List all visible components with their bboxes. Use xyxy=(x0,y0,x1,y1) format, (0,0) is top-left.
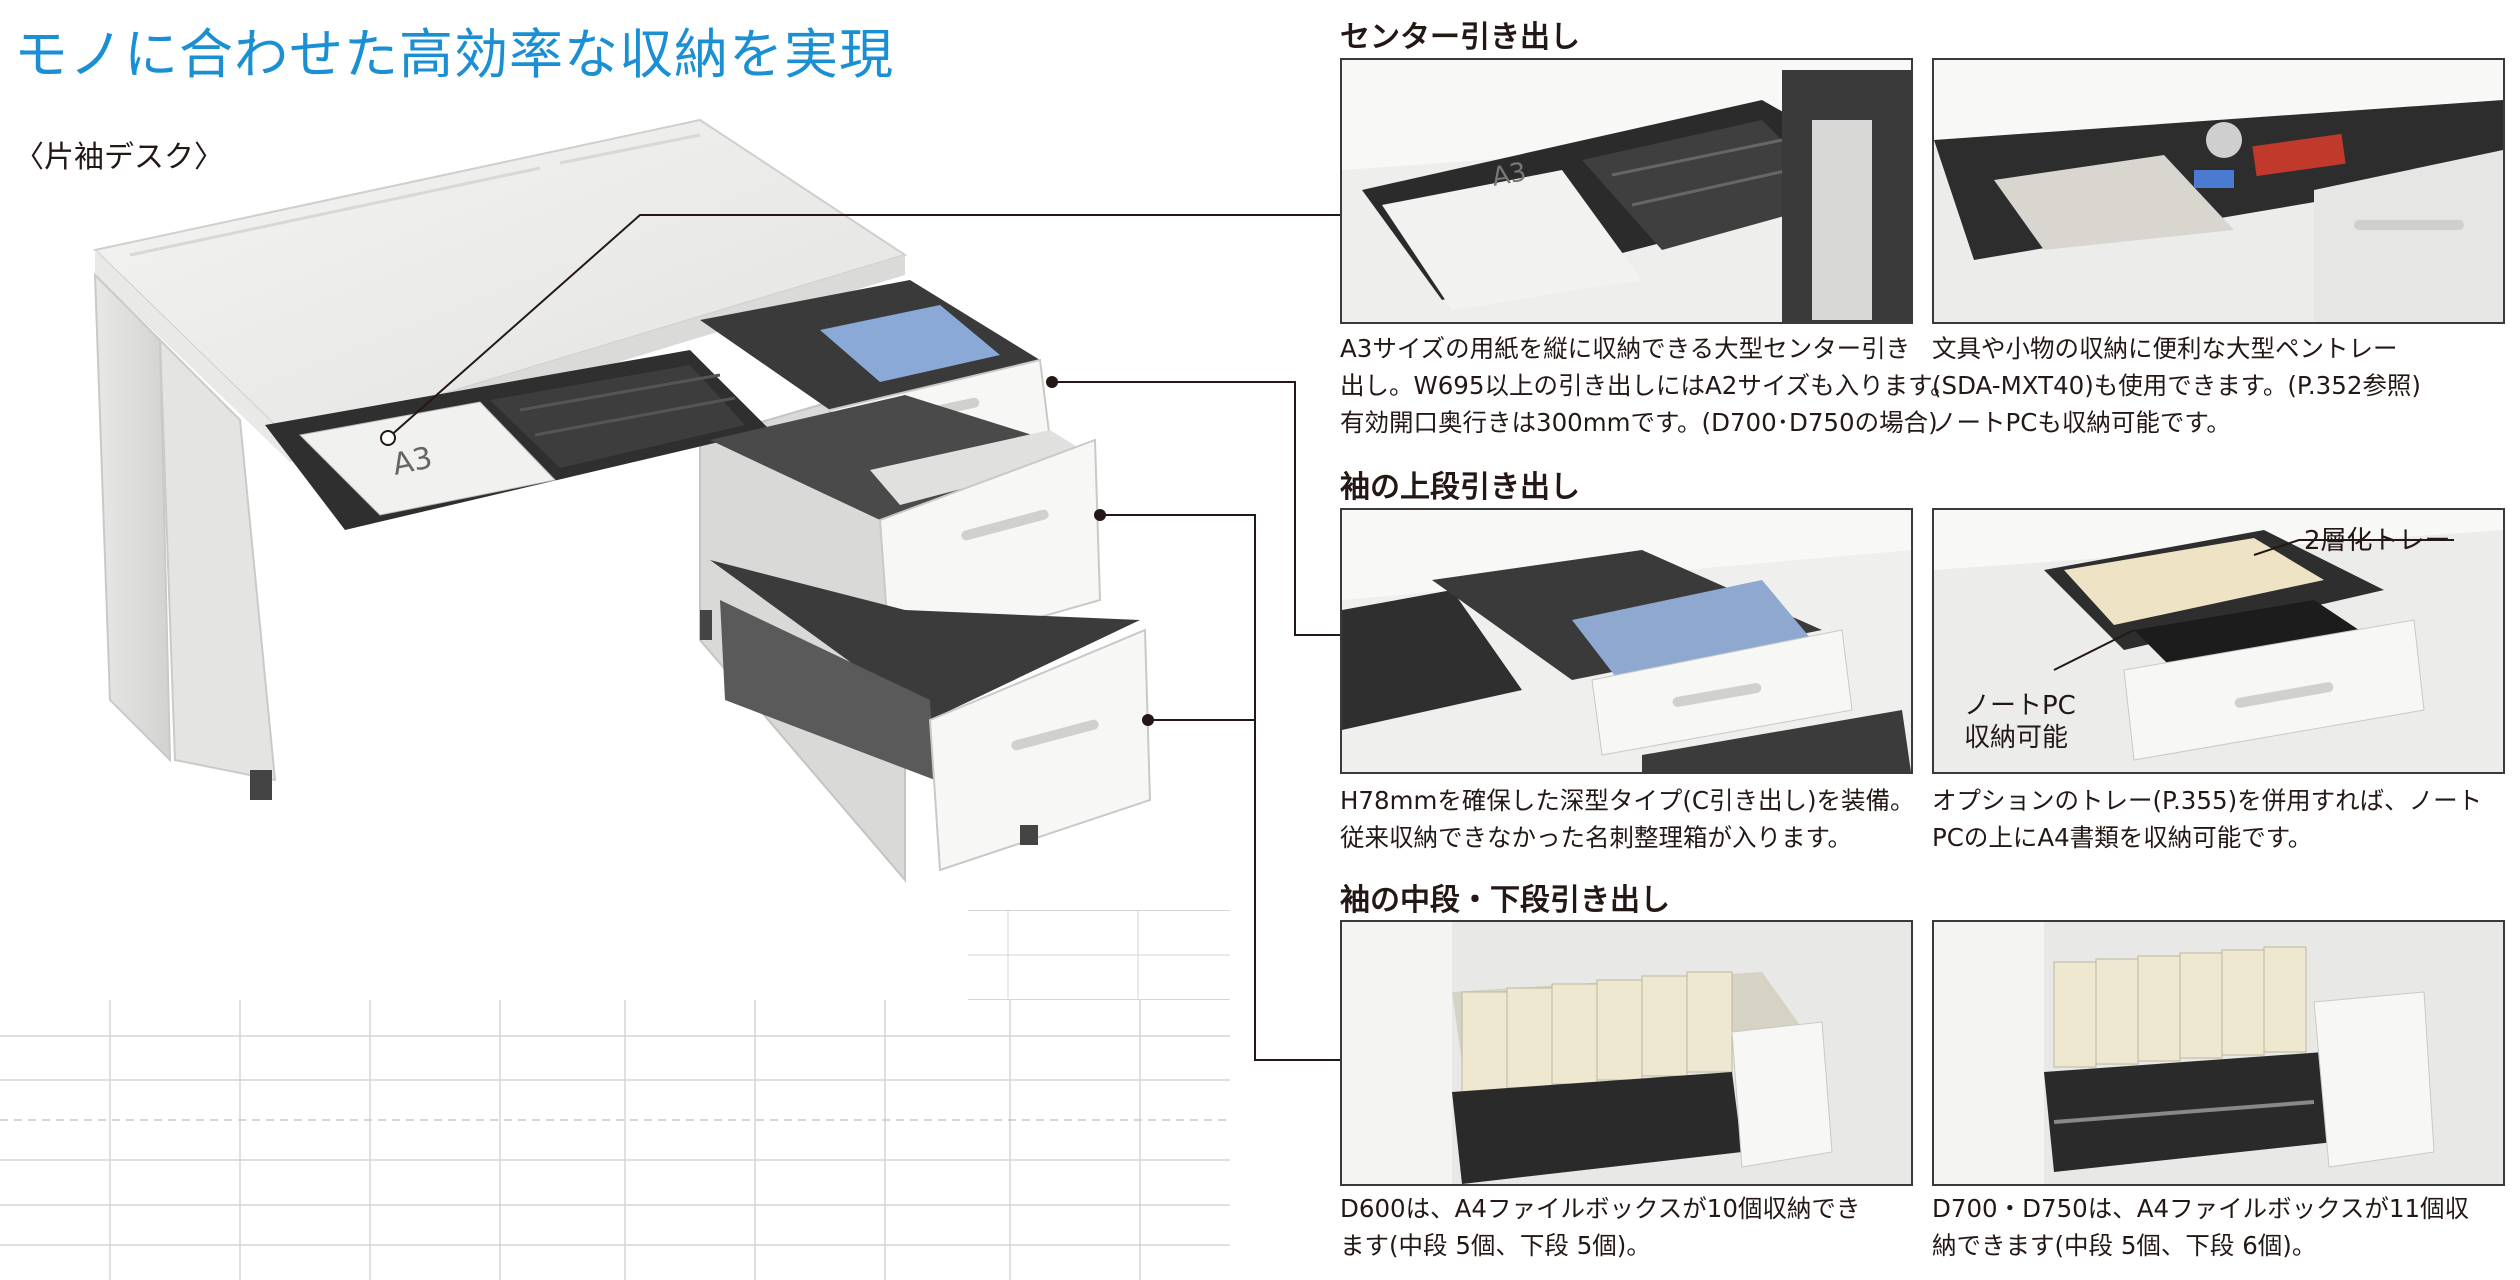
caption-line: 出し。W695以上の引き出しにはA2サイズも入ります。 xyxy=(1340,371,1955,400)
caption-upper-drawer-two-layer-tray: オプションのトレー(P.355)を併用すれば、ノート PCの上にA4書類を収納可… xyxy=(1932,782,2482,856)
caption-line: 納できます(中段 5個、下段 6個)。 xyxy=(1932,1231,2317,1260)
two-layer-tray-label: 2層化トレー xyxy=(2304,526,2451,556)
caption-line: ノートPCも収納可能です。 xyxy=(1932,408,2231,437)
desk-main-photo: A3 xyxy=(92,118,1152,883)
caption-line: オプションのトレー(P.355)を併用すれば、ノート xyxy=(1932,786,2483,815)
section-heading-upper-drawer: 袖の上段引き出し xyxy=(1340,470,1580,505)
page-title: モノに合わせた高効率な収納を実現 xyxy=(14,23,894,86)
caption-upper-drawer-deep: H78mmを確保した深型タイプ(C引き出し)を装備。 従来収納できなかった名刺整… xyxy=(1340,782,1915,856)
section-heading-center-drawer: センター引き出し xyxy=(1340,20,1580,55)
background-grid-upper xyxy=(968,910,1230,1000)
caption-line: ます(中段 5個、下段 5個)。 xyxy=(1340,1231,1651,1260)
storable-label: 収納可能 xyxy=(1964,723,2069,753)
background-grid xyxy=(0,1000,1230,1280)
caption-line: 有効開口奥行きは300mmです。(D700･D750の場合) xyxy=(1340,408,1938,437)
caption-center-drawer-a3: A3サイズの用紙を縦に収納できる大型センター引き 出し。W695以上の引き出しに… xyxy=(1340,330,1955,441)
photo-upper-drawer-deep xyxy=(1340,508,1913,774)
caption-line: 従来収納できなかった名刺整理箱が入ります。 xyxy=(1340,823,1853,852)
caption-line: PCの上にA4書類を収納可能です。 xyxy=(1932,823,2313,852)
caption-line: (SDA-MXT40)も使用できます。(P.352参照) xyxy=(1932,371,2421,400)
caption-line: 文具や小物の収納に便利な大型ペントレー xyxy=(1932,334,2398,363)
a3-label: A3 xyxy=(1489,157,1529,193)
photo-center-drawer-a3: A3 xyxy=(1340,58,1913,324)
photo-file-box-d600 xyxy=(1340,920,1913,1186)
caption-line: D600は、A4ファイルボックスが10個収納でき xyxy=(1340,1194,1861,1223)
desk-type-subtitle: 〈片袖デスク〉 xyxy=(14,140,224,175)
a3-paper-label: A3 xyxy=(389,440,435,482)
caption-line: D700・D750は、A4ファイルボックスが11個収 xyxy=(1932,1194,2470,1223)
photo-file-box-d700-d750 xyxy=(1932,920,2505,1186)
caption-file-box-d700-d750: D700・D750は、A4ファイルボックスが11個収 納できます(中段 5個、下… xyxy=(1932,1190,2469,1264)
caption-file-box-d600: D600は、A4ファイルボックスが10個収納でき ます(中段 5個、下段 5個)… xyxy=(1340,1190,1860,1264)
caption-center-drawer-pen-tray: 文具や小物の収納に便利な大型ペントレー (SDA-MXT40)も使用できます。(… xyxy=(1932,330,2421,441)
photo-center-drawer-pen-tray xyxy=(1932,58,2505,324)
caption-line: H78mmを確保した深型タイプ(C引き出し)を装備。 xyxy=(1340,786,1915,815)
notebook-pc-label: ノートPC xyxy=(1964,691,2076,721)
section-heading-middle-bottom-drawer: 袖の中段・下段引き出し xyxy=(1340,883,1670,918)
photo-upper-drawer-two-layer-tray: 2層化トレー ノートPC 収納可能 xyxy=(1932,508,2505,774)
caption-line: A3サイズの用紙を縦に収納できる大型センター引き xyxy=(1340,334,1911,363)
